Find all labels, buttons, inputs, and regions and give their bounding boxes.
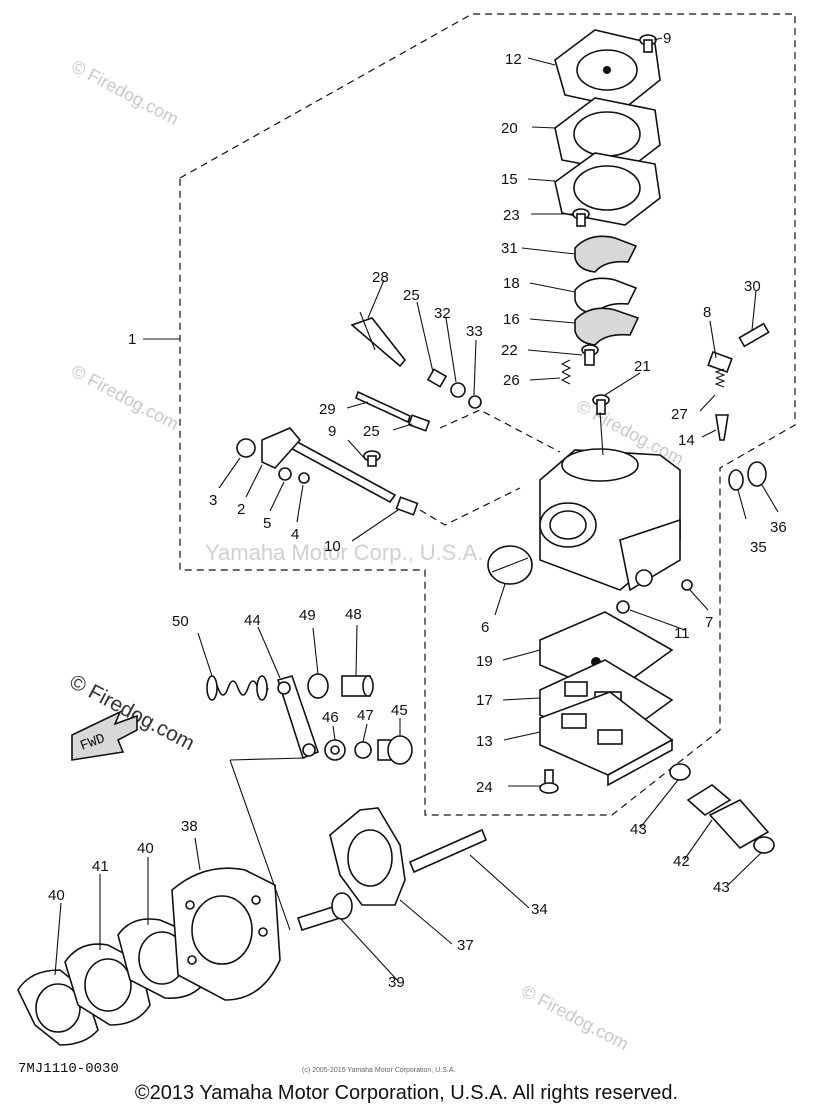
adapter-38 xyxy=(171,867,281,1001)
pump-body-13 xyxy=(539,691,674,787)
callout-23: 23 xyxy=(503,207,520,224)
callout-12: 12 xyxy=(505,51,522,68)
callout-38: 38 xyxy=(181,818,198,835)
throttle-valve-6 xyxy=(487,545,533,585)
callout-9-mid: 9 xyxy=(328,423,336,440)
watermark-site: © Firedog.com xyxy=(518,981,632,1054)
callout-31: 31 xyxy=(501,240,518,257)
callout-24: 24 xyxy=(476,779,493,796)
callout-15: 15 xyxy=(501,171,518,188)
lever-18 xyxy=(574,277,638,315)
callout-43-right: 43 xyxy=(713,879,730,896)
callout-41: 41 xyxy=(92,858,109,875)
gasket-15 xyxy=(554,152,661,226)
drawing-number: 7MJ1110-0030 xyxy=(18,1061,119,1077)
link-44 xyxy=(276,675,320,760)
screw-9-top xyxy=(639,34,657,53)
diaphragm xyxy=(554,97,661,173)
spring-50 xyxy=(206,675,269,701)
watermark-main: Yamaha Motor Corp., U.S.A. xyxy=(205,540,483,565)
screw-21 xyxy=(592,394,610,415)
callout-30: 30 xyxy=(744,278,761,295)
watermark-site: © Firedog.com xyxy=(68,361,182,434)
fwd-arrow: FWD xyxy=(71,710,138,761)
callout-20: 20 xyxy=(501,120,518,137)
copyright-notice: ©2013 Yamaha Motor Corporation, U.S.A. A… xyxy=(134,1082,679,1104)
callout-50: 50 xyxy=(172,613,189,630)
callout-2: 2 xyxy=(237,501,245,518)
stud-34 xyxy=(408,828,488,874)
nut-49-48 xyxy=(307,673,374,699)
callout-26: 26 xyxy=(503,372,520,389)
callout-25-top: 25 xyxy=(403,287,420,304)
bolt-39 xyxy=(296,892,353,931)
throttle-shaft xyxy=(236,427,419,516)
hose-42-clips xyxy=(669,763,775,854)
spacer-35-36 xyxy=(728,461,767,491)
callout-47: 47 xyxy=(357,707,374,724)
callout-labels: 1 2 3 4 5 6 7 8 9 9 10 11 12 13 14 15 16… xyxy=(48,30,787,991)
callout-37: 37 xyxy=(457,937,474,954)
callout-6: 6 xyxy=(481,619,489,636)
callout-32: 32 xyxy=(434,305,451,322)
watermark-site: © Firedog.com xyxy=(68,56,182,129)
callout-19: 19 xyxy=(476,653,493,670)
callout-17: 17 xyxy=(476,692,493,709)
callout-42: 42 xyxy=(673,853,690,870)
callout-28: 28 xyxy=(372,269,389,286)
carburetor-body xyxy=(539,411,693,614)
callout-48: 48 xyxy=(345,606,362,623)
callout-22: 22 xyxy=(501,342,518,359)
callout-18: 18 xyxy=(503,275,520,292)
callout-46: 46 xyxy=(322,709,339,726)
callout-5: 5 xyxy=(263,515,271,532)
mixture-screws xyxy=(350,311,482,432)
callout-27: 27 xyxy=(671,406,688,423)
callout-3: 3 xyxy=(209,492,217,509)
screw-24 xyxy=(539,769,559,794)
callout-14: 14 xyxy=(678,432,695,449)
plate-37 xyxy=(329,807,406,906)
callout-43-left: 43 xyxy=(630,821,647,838)
callout-40-left: 40 xyxy=(48,887,65,904)
callout-36: 36 xyxy=(770,519,787,536)
screw-22 xyxy=(581,344,599,366)
callout-7: 7 xyxy=(705,614,713,631)
callout-16: 16 xyxy=(503,311,520,328)
callout-25-mid: 25 xyxy=(363,423,380,440)
spring-26 xyxy=(560,359,572,385)
cover-plate xyxy=(554,29,661,109)
lever-31 xyxy=(574,235,638,273)
callout-9-top: 9 xyxy=(663,30,671,47)
callout-45: 45 xyxy=(391,702,408,719)
leader-lines xyxy=(54,37,779,982)
small-copyright: (c) 2005-2015 Yamaha Motor Corporation, … xyxy=(302,1067,455,1074)
callout-34: 34 xyxy=(531,901,548,918)
callout-11: 11 xyxy=(674,625,690,642)
callout-35: 35 xyxy=(750,539,767,556)
callout-21: 21 xyxy=(634,358,651,375)
callout-4: 4 xyxy=(291,526,299,543)
callout-1: 1 xyxy=(128,331,136,348)
lever-16 xyxy=(574,307,640,346)
callout-33: 33 xyxy=(466,323,483,340)
callout-39: 39 xyxy=(388,974,405,991)
callout-10: 10 xyxy=(324,538,341,555)
callout-13: 13 xyxy=(476,733,493,750)
callout-29: 29 xyxy=(319,401,336,418)
assembly-boundary xyxy=(179,13,796,816)
callout-40-right: 40 xyxy=(137,840,154,857)
needle-valve-parts xyxy=(707,322,770,441)
callout-49: 49 xyxy=(299,607,316,624)
callout-44: 44 xyxy=(244,612,261,629)
screw-23 xyxy=(572,208,590,227)
callout-8: 8 xyxy=(703,304,711,321)
washers-46-47-45 xyxy=(324,735,413,765)
